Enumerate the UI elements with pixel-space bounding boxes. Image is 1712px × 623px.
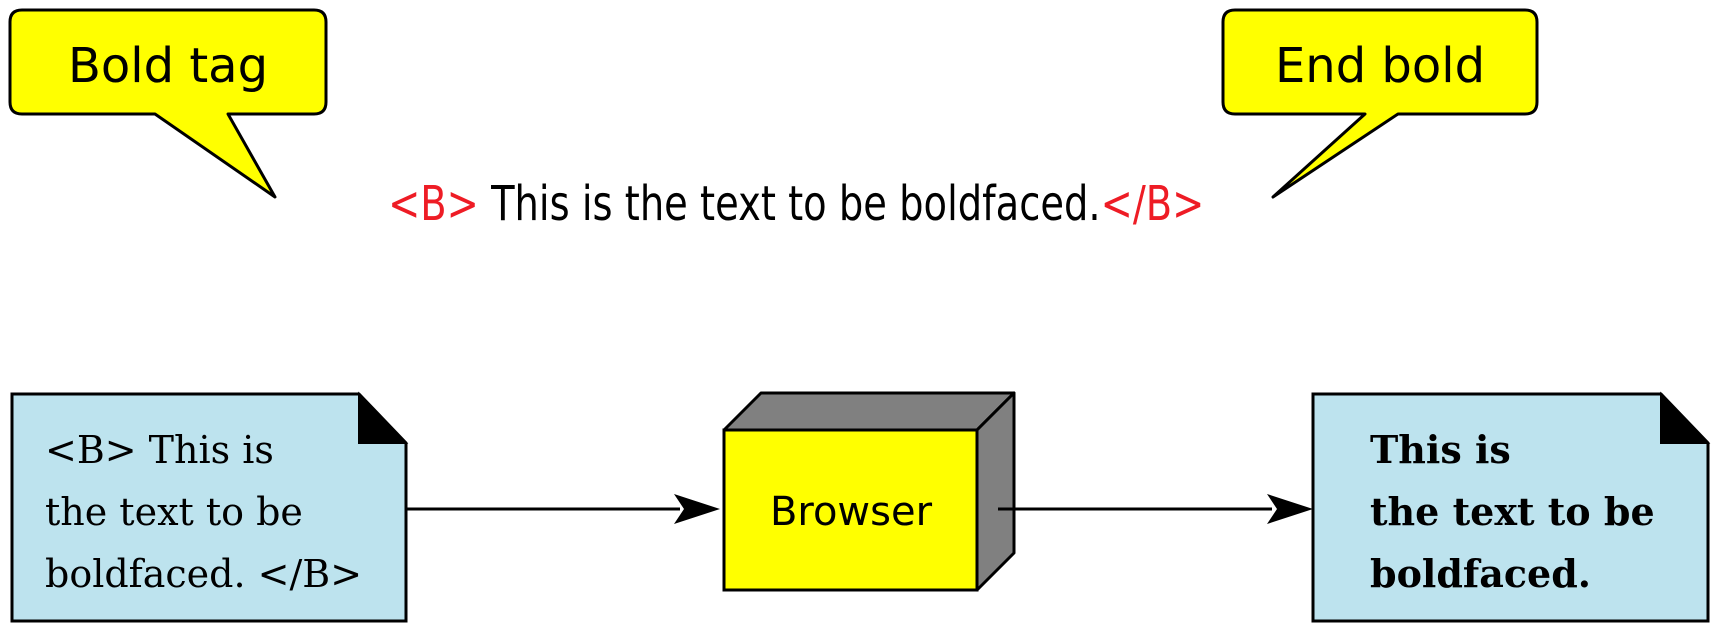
markup-line: <B> This is the text to be boldfaced.</B… xyxy=(327,176,1241,232)
output-document-fold xyxy=(1660,391,1711,444)
callout-bold-tag-bubble xyxy=(8,8,328,199)
browser-box-top xyxy=(722,391,1016,432)
output-doc-line-3: boldfaced. xyxy=(1370,551,1591,596)
callout-bold-tag-text: Bold tag xyxy=(68,38,268,94)
source-document-page xyxy=(10,392,408,623)
output-document: This is the text to be boldfaced. xyxy=(1311,391,1711,623)
open-tag: <B> xyxy=(388,176,479,232)
output-doc-line-1: This is xyxy=(1370,427,1511,472)
output-doc-line-2: the text to be xyxy=(1370,489,1655,534)
source-document: <B> This is the text to be boldfaced. </… xyxy=(10,391,409,623)
markup-body: This is the text to be boldfaced. xyxy=(479,176,1101,232)
callout-bold-tag: Bold tag xyxy=(8,8,328,199)
output-document-page xyxy=(1311,392,1710,623)
callout-end-bold-bubble xyxy=(1221,8,1539,199)
browser-box: Browser xyxy=(722,391,1016,592)
source-doc-line-2: the text to be xyxy=(45,490,303,534)
arrow-to-output xyxy=(998,494,1313,524)
arrow-to-browser xyxy=(406,494,720,524)
close-tag: </B> xyxy=(1101,176,1205,232)
source-document-fold xyxy=(358,391,409,444)
callout-end-bold: End bold xyxy=(1221,8,1539,199)
browser-box-side xyxy=(975,391,1016,592)
callout-end-bold-text: End bold xyxy=(1275,38,1485,94)
source-doc-line-3: boldfaced. </B> xyxy=(45,552,362,596)
browser-label: Browser xyxy=(770,489,933,535)
browser-box-front xyxy=(722,428,979,592)
source-doc-line-1: <B> This is xyxy=(45,428,274,472)
